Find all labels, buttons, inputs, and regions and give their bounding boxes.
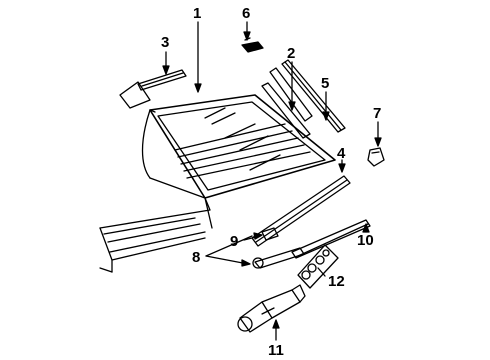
callout-6: 6	[242, 5, 250, 22]
callout-10: 10	[357, 232, 374, 249]
leader-lines	[162, 21, 382, 341]
wiper-arm-blade	[254, 219, 371, 269]
pivot-grommet	[261, 227, 279, 241]
callout-labels: 1 2 3 4 5 6 7 8 9 10 11 12	[161, 5, 381, 359]
callout-1: 1	[193, 5, 201, 22]
vehicle-body-outline	[99, 81, 213, 273]
callout-12: 12	[328, 273, 345, 290]
upper-molding	[137, 69, 187, 91]
callout-5: 5	[321, 75, 329, 92]
callout-7: 7	[373, 105, 381, 122]
retainer-clip	[241, 37, 264, 53]
callout-9: 9	[230, 233, 238, 250]
lower-molding	[251, 175, 351, 247]
callout-3: 3	[161, 34, 169, 51]
rear-window-glass	[149, 94, 336, 199]
callout-11: 11	[268, 342, 284, 359]
wiper-bracket	[367, 147, 385, 167]
side-molding-outer	[281, 59, 346, 133]
wiper-motor	[237, 284, 306, 333]
callout-2: 2	[287, 45, 295, 62]
callout-4: 4	[337, 145, 346, 162]
callout-8: 8	[192, 249, 200, 266]
pivot-cap	[252, 257, 264, 269]
seal-kit	[297, 244, 339, 289]
